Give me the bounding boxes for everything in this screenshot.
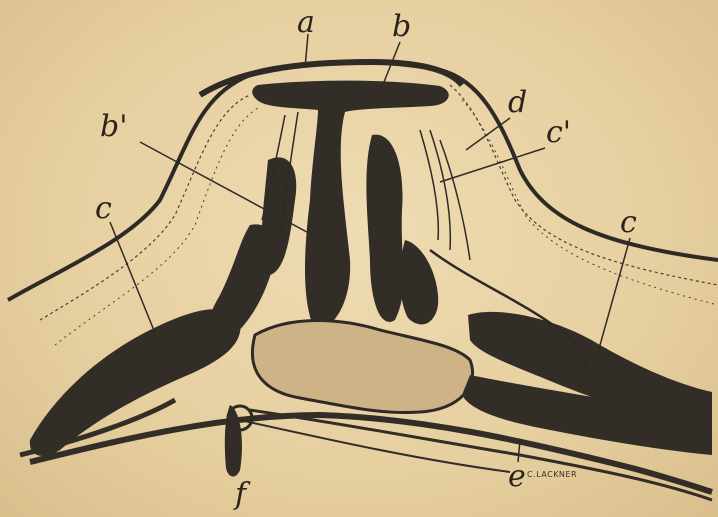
dotted-layer-left [40,95,250,320]
label-b: b [392,12,411,42]
engraver-signature: C.LACKNER [527,470,577,479]
left-main-branch [30,309,241,456]
leader-cprime [440,148,545,182]
label-d: d [508,88,527,118]
label-b-prime: b' [100,112,127,142]
label-c-left: c [95,194,112,224]
label-c-right: c [620,208,637,238]
label-e: e [508,462,526,492]
right-column-mass [366,135,403,322]
fine-vessels-right [420,130,470,260]
label-f: f [235,480,246,510]
label-c-prime: c' [546,118,571,148]
label-a: a [297,8,315,38]
central-lobed-mass [252,320,472,412]
